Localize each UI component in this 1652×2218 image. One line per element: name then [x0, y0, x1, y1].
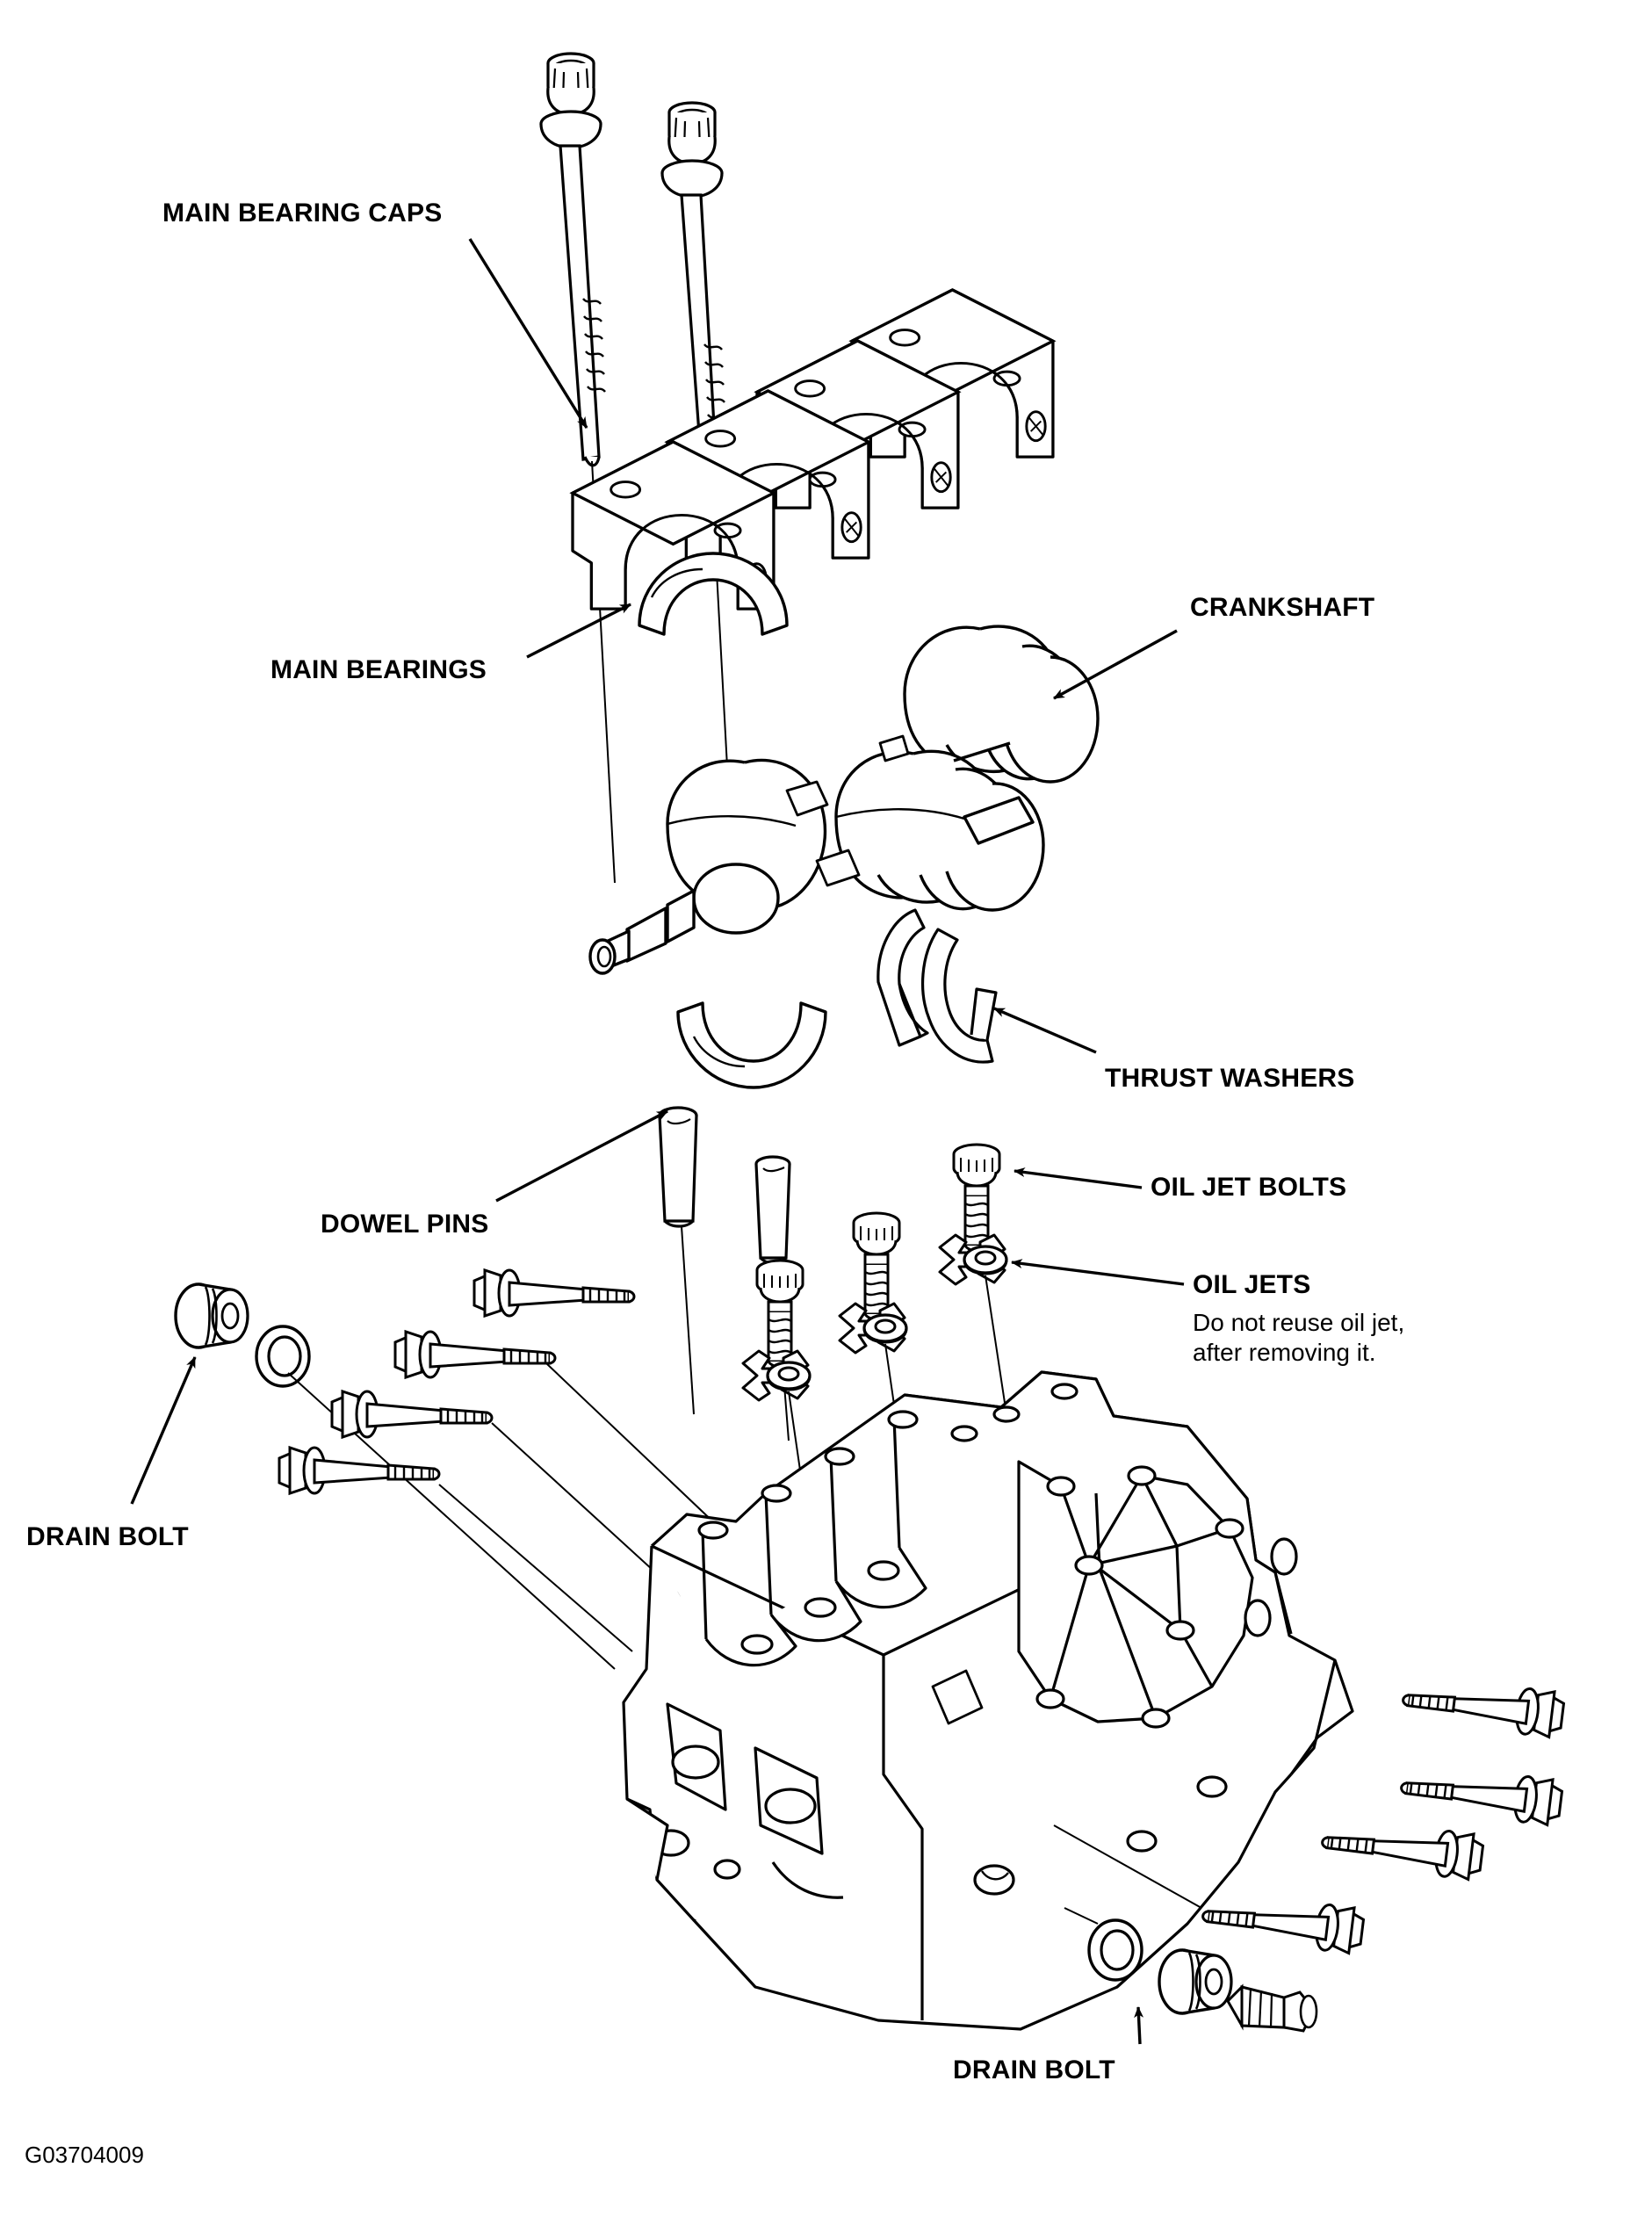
callout-label-main-bearings: MAIN BEARINGS: [271, 655, 487, 684]
callout-label-drain-bolt-bottom: DRAIN BOLT: [953, 2055, 1115, 2084]
leader-main_bearing_caps: [468, 238, 588, 429]
drain-bolt-bottom-tip: [1226, 1983, 1318, 2033]
callout-label-crankshaft: CRANKSHAFT: [1190, 593, 1375, 622]
leader-main_bearings: [526, 603, 631, 659]
callout-label-drain-bolt-left: DRAIN BOLT: [26, 1522, 189, 1551]
main-bearing-cap-bolt-1: [539, 52, 616, 884]
figure-id-code: G03704009: [25, 2142, 144, 2168]
leader-thrust_washers: [993, 1007, 1097, 1054]
block-bolt-right-1: [1199, 1888, 1367, 1956]
leader-oil_jets: [1011, 1259, 1185, 1286]
block-bolt-left-3: [393, 1330, 557, 1379]
leader-drain_bolt_bottom: [1134, 2006, 1144, 2045]
thrust-washer-2: [921, 928, 998, 1064]
sealing-washer-bottom: [1087, 1918, 1143, 1982]
oil-jets-warning-line-1: Do not reuse oil jet,: [1193, 1309, 1405, 1336]
thrust-washer-1: [876, 908, 929, 1047]
main-bearing-lower: [676, 1001, 827, 1089]
callout-label-dowel-pins: DOWEL PINS: [321, 1210, 489, 1239]
engine-block: [622, 1370, 1354, 2031]
drain-bolt-bottom: [1158, 1948, 1233, 2015]
callout-leader-lines: [130, 238, 1185, 2045]
callout-label-oil-jet-bolts: OIL JET BOLTS: [1151, 1173, 1347, 1202]
leader-drain_bolt_left: [130, 1356, 197, 1505]
dowel-pin-1: [658, 1106, 698, 1415]
callout-label-thrust-washers: THRUST WASHERS: [1105, 1064, 1355, 1093]
callout-label-main-bearing-caps: MAIN BEARING CAPS: [162, 199, 443, 228]
leader-dowel_pins: [495, 1109, 668, 1203]
callout-label-oil-jets: OIL JETS: [1193, 1270, 1311, 1299]
block-bolt-right-4: [1399, 1672, 1567, 1740]
drain-bolt-left: [174, 1282, 249, 1349]
main-bearing-upper: [638, 552, 789, 636]
leader-crankshaft: [1053, 629, 1178, 700]
sealing-washer-left: [255, 1325, 311, 1388]
crankshaft: [588, 625, 1100, 975]
block-bolt-right-leader: [1053, 1824, 1202, 1909]
oil-jet-3-leader: [985, 1275, 1007, 1415]
block-bolt-left-4: [473, 1268, 636, 1318]
block-bolt-left-2: [330, 1390, 494, 1439]
block-bolt-right-2: [1318, 1814, 1486, 1882]
block-bolt-left-1: [278, 1446, 441, 1495]
oil-jets-warning-line-2: after removing it.: [1193, 1339, 1376, 1366]
washer-bottom-leader: [1064, 1907, 1099, 1925]
leader-oil_jet_bolts: [1014, 1167, 1143, 1189]
block-bolt-right-3: [1397, 1759, 1565, 1828]
